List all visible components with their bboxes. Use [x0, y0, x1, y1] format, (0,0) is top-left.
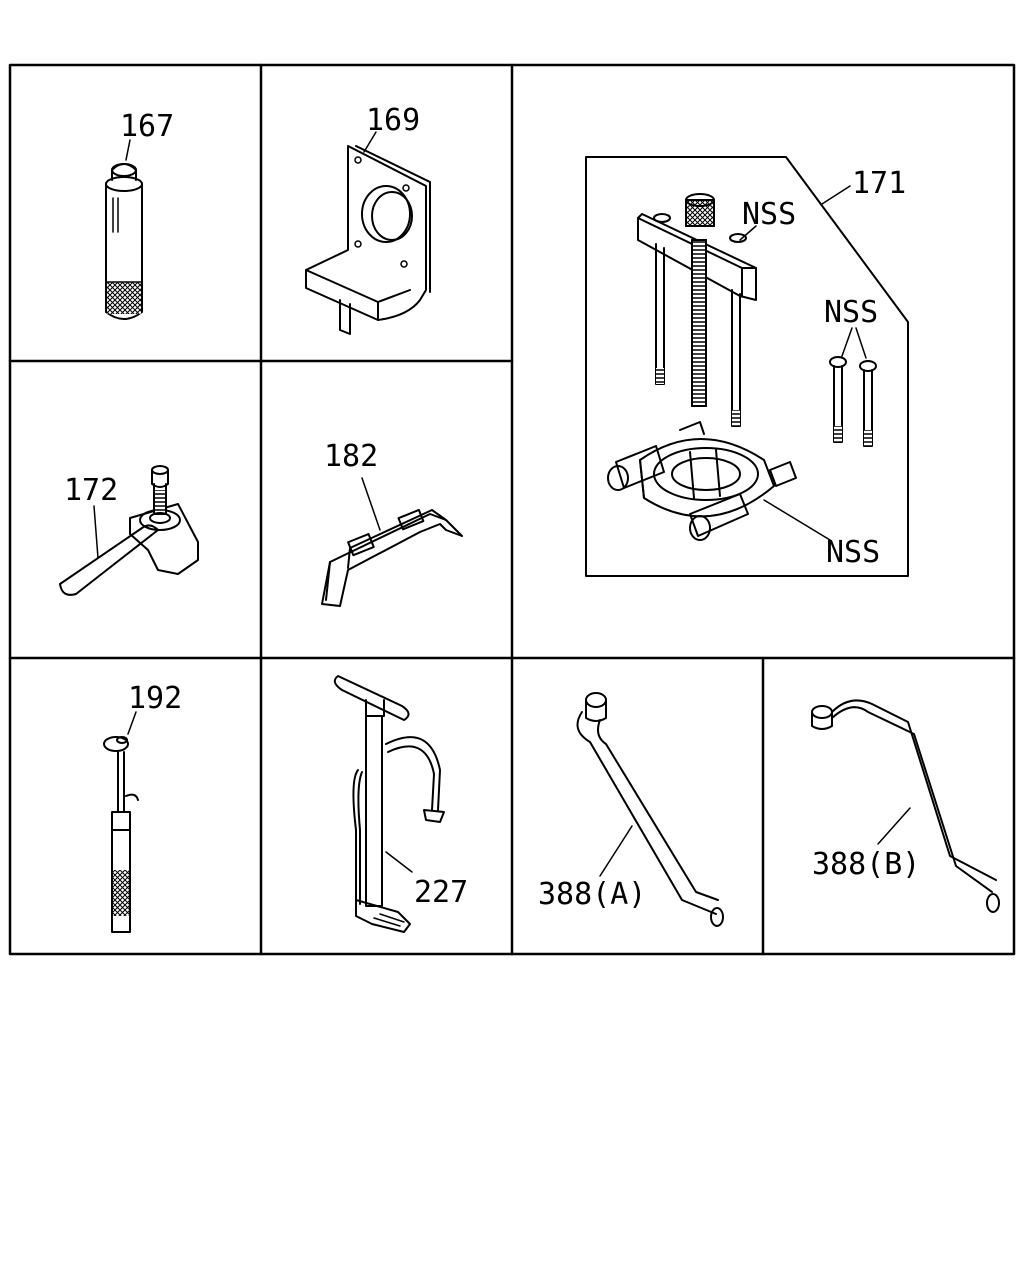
part-label-172: 172: [64, 473, 118, 508]
nss-label-pins: NSS: [824, 295, 878, 330]
part-172-drawing: [59, 465, 199, 596]
part-169-drawing: [305, 131, 431, 335]
part-182-drawing: [321, 477, 463, 607]
part-label-388a: 388(A): [538, 877, 646, 912]
part-167-drawing: [105, 139, 143, 320]
part-192-drawing: [103, 711, 139, 933]
part-label-171: 171: [852, 166, 906, 201]
grid-frame: [8, 63, 1016, 956]
part-label-182: 182: [324, 439, 378, 474]
part-388b-drawing: [811, 699, 1000, 913]
part-171-drawing: [585, 156, 909, 577]
part-label-167: 167: [120, 109, 174, 144]
part-227-drawing: [333, 675, 445, 933]
nss-label-crossbar: NSS: [742, 197, 796, 232]
part-label-388b: 388(B): [812, 847, 920, 882]
part-label-192: 192: [128, 681, 182, 716]
part-label-169: 169: [366, 103, 420, 138]
nss-label-separator: NSS: [826, 535, 880, 570]
part-label-227: 227: [414, 875, 468, 910]
part-388a-drawing: [576, 692, 724, 927]
